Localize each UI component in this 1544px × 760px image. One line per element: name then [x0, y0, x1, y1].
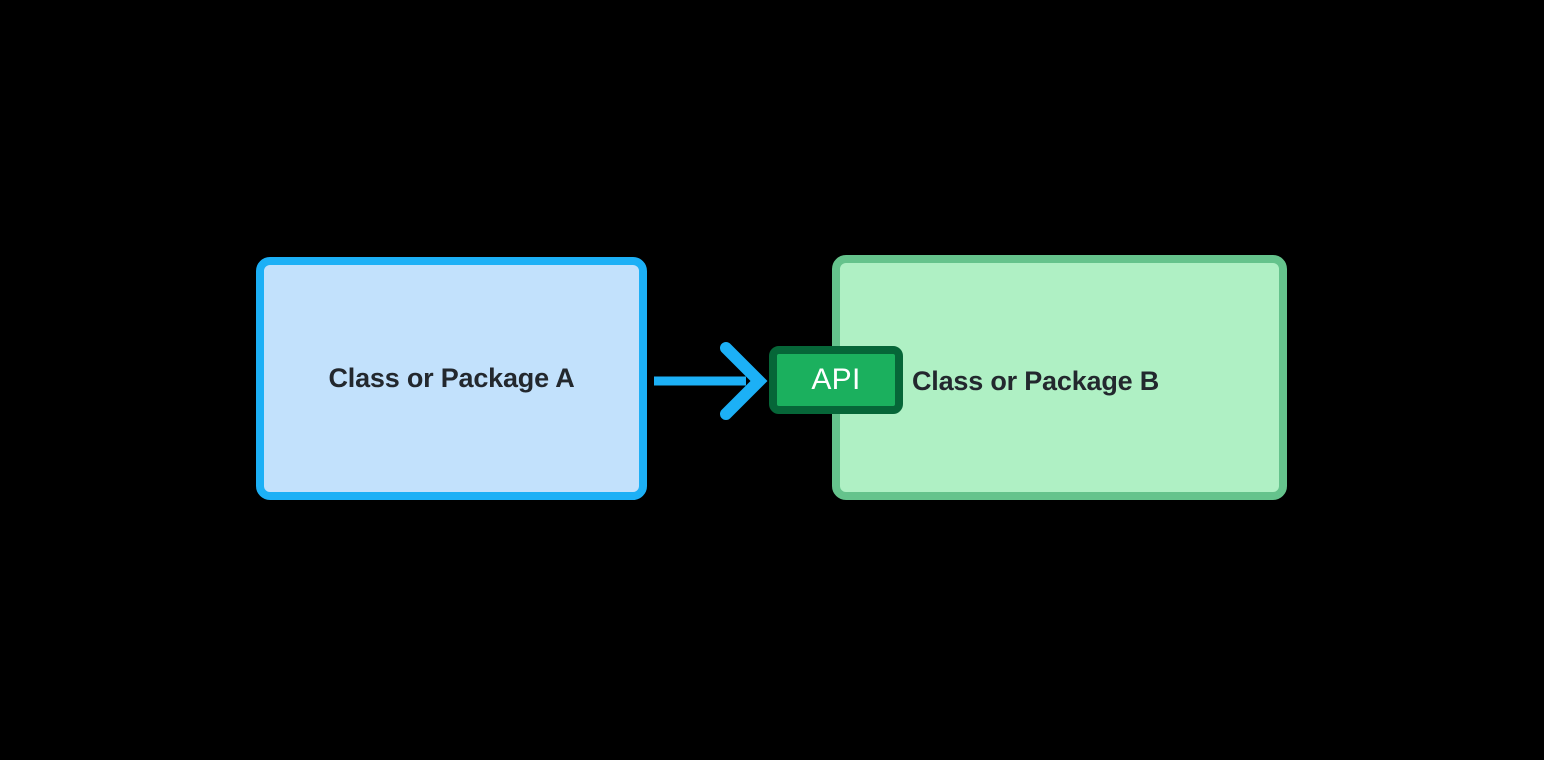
node-a-label: Class or Package A	[328, 363, 575, 393]
node-class-or-package-b[interactable]	[832, 255, 1287, 500]
api-badge[interactable]: API	[769, 346, 903, 414]
api-badge-label: API	[811, 363, 861, 396]
node-class-or-package-a[interactable]: Class or Package A	[256, 257, 647, 500]
arrow-svg	[654, 342, 768, 420]
node-b-label: Class or Package B	[912, 366, 1160, 396]
arrow-head	[720, 342, 768, 420]
dependency-arrow-icon	[650, 336, 768, 426]
